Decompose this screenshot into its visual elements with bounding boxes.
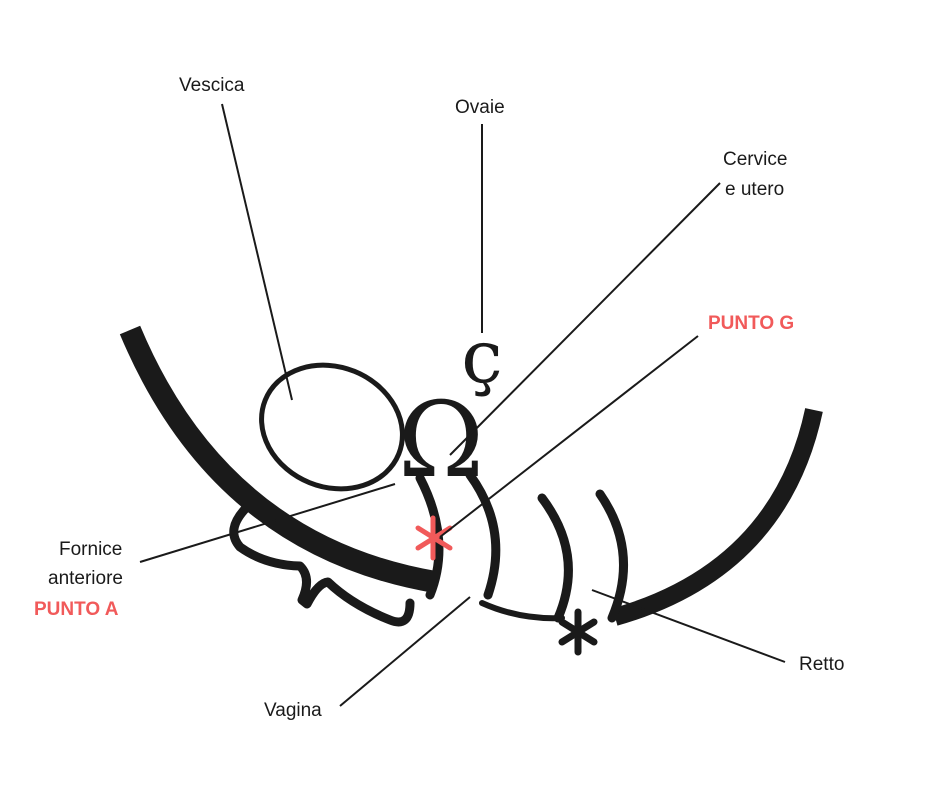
- leader-line-cervice: [449, 182, 721, 456]
- label-ovaie: Ovaie: [455, 97, 505, 118]
- pubic-arc: [119, 325, 437, 593]
- label-vescica: Vescica: [179, 75, 245, 96]
- leader-line-vagina: [339, 596, 471, 707]
- anus-asterisk-icon: [558, 608, 598, 656]
- perineum-line: [479, 600, 565, 622]
- label-punto-a: PUNTO A: [34, 599, 119, 620]
- leader-line-punto-g: [439, 335, 699, 538]
- labia-outline: [229, 503, 415, 627]
- label-vagina: Vagina: [264, 700, 322, 721]
- leader-line-fornice: [139, 483, 396, 563]
- leader-line-vescica: [221, 103, 293, 401]
- g-spot-asterisk-icon: [415, 515, 453, 561]
- label-cervice-line2: e utero: [725, 179, 785, 200]
- bladder-shape: [259, 362, 405, 492]
- leader-line-retto: [591, 589, 786, 663]
- label-punto-g: PUNTO G: [708, 313, 795, 334]
- rectum-wall-inner: [537, 493, 573, 623]
- label-fornice-line1: Fornice: [59, 539, 123, 560]
- uterus-symbol: Ω: [398, 379, 484, 501]
- label-cervice-line1: Cervice: [723, 149, 788, 170]
- sacrum-arc: [612, 408, 823, 626]
- label-fornice-line2: anteriore: [48, 568, 123, 589]
- vagina-back-wall: [465, 470, 501, 600]
- label-retto: Retto: [799, 654, 845, 675]
- rectum-wall-outer: [595, 489, 629, 623]
